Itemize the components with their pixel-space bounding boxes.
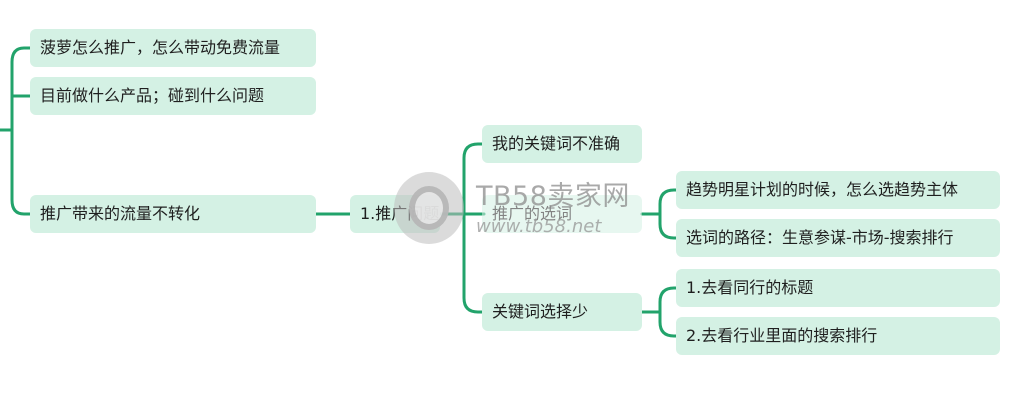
node-free-traffic[interactable]: 菠萝怎么推广，怎么带动免费流量: [30, 29, 316, 67]
connector-right-2: [658, 212, 678, 240]
connector-left-3: [10, 128, 34, 216]
connector-mid-3: [462, 212, 486, 314]
node-current-product[interactable]: 目前做什么产品；碰到什么问题: [30, 77, 316, 115]
connector-right-1: [658, 188, 678, 216]
node-trend-star-plan[interactable]: 趋势明星计划的时候，怎么选趋势主体: [676, 171, 1000, 209]
connector-left-1: [10, 46, 34, 132]
node-keyword-path[interactable]: 选词的路径：生意参谋-市场-搜索排行: [676, 219, 1000, 257]
node-industry-search-ranking[interactable]: 2.去看行业里面的搜索排行: [676, 317, 1000, 355]
node-no-conversion[interactable]: 推广带来的流量不转化: [30, 195, 316, 233]
connector-mid-1: [462, 142, 486, 216]
node-keyword-selection[interactable]: 推广的选词: [482, 195, 642, 233]
connector-right-4: [658, 310, 678, 338]
node-few-keywords[interactable]: 关键词选择少: [482, 293, 642, 331]
node-promotion-problem[interactable]: 1.推广问题: [350, 195, 440, 233]
node-peer-titles[interactable]: 1.去看同行的标题: [676, 269, 1000, 307]
node-keywords-inaccurate[interactable]: 我的关键词不准确: [482, 125, 642, 163]
connector-right-3: [658, 286, 678, 314]
